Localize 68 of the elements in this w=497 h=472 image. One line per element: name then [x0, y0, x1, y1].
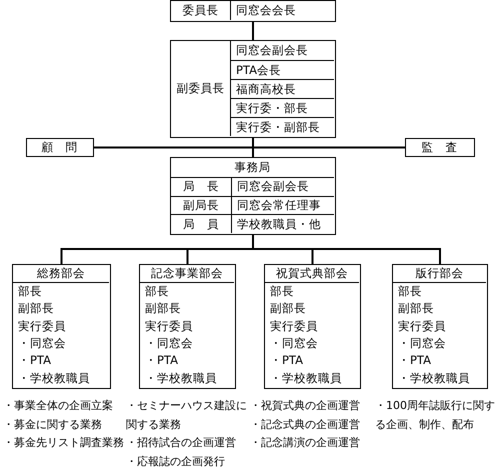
connector-line: [252, 138, 254, 157]
member-label: 部長: [398, 284, 422, 300]
member-cell: PTA会長: [230, 60, 334, 79]
member-label: 実行委員: [18, 318, 66, 334]
member-label: ・学校教職員: [145, 370, 217, 386]
member-label: 部長: [270, 284, 294, 300]
member-label: ・PTA: [398, 353, 431, 368]
member-label: ・PTA: [145, 353, 178, 368]
member-label: ・学校教職員: [398, 370, 470, 386]
member-label: ・PTA: [18, 353, 51, 368]
role-label: 局 長: [171, 176, 231, 196]
org-box: [26, 138, 94, 157]
member-cell: 同窓会会長: [230, 1, 334, 20]
member-label: 部長: [18, 284, 42, 300]
member-label: 実行委員: [270, 318, 318, 334]
member-label: 部長: [145, 284, 169, 300]
section-heading: 総務部会: [13, 265, 109, 283]
role-label: 副局長: [171, 196, 231, 214]
member-label: 副部長: [398, 301, 434, 316]
org-box: [392, 264, 488, 389]
member-label: ・同窓会: [18, 336, 66, 352]
duty-note: ・祝賀式典の企画運営: [250, 398, 361, 414]
member-label: 副部長: [270, 301, 306, 316]
role-label: 委員長: [182, 2, 220, 19]
org-box: [405, 138, 475, 157]
org-box: [170, 0, 336, 22]
member-label: ・同窓会: [145, 336, 193, 352]
connector-line: [252, 22, 254, 40]
member-label: ・PTA: [270, 353, 303, 368]
duty-note: ・募金先リスト調査業務: [3, 435, 125, 451]
org-box: [12, 264, 111, 389]
org-box: [170, 157, 336, 235]
member-label: ・同窓会: [398, 336, 446, 352]
advisor-label: 顧 問: [40, 139, 78, 155]
office-heading: 事務局: [234, 158, 272, 176]
member-cell: 実行委・部長: [230, 98, 334, 117]
org-box: [264, 264, 361, 389]
member-label: 副部長: [145, 301, 181, 316]
member-cell: 実行委・副部長: [230, 117, 334, 136]
member-cell: 学校教職員・他: [231, 214, 334, 233]
connector-line: [94, 146, 405, 148]
section-heading: 版行部会: [393, 265, 486, 283]
connector-line: [252, 235, 441, 264]
duty-note: ・セミナーハウス建設に関する業務: [126, 398, 248, 432]
duty-note: ・100周年誌販行に関する企画、制作、配布: [375, 398, 496, 432]
duty-note: ・募金に関する業務: [3, 416, 103, 432]
duty-note: ・記念式典の企画運営: [250, 416, 361, 432]
section-heading: 記念事業部会: [140, 265, 234, 283]
member-label: ・学校教職員: [270, 370, 342, 386]
member-cell: 同窓会副会長: [230, 41, 334, 60]
org-box: [139, 264, 236, 389]
member-label: 副部長: [18, 301, 54, 316]
org-box: [170, 40, 336, 138]
member-cell: 福商高校長: [230, 79, 334, 98]
member-label: 実行委員: [145, 318, 193, 334]
role-label: 局 員: [171, 214, 231, 233]
member-label: 実行委員: [398, 318, 446, 334]
section-heading: 祝賀式典部会: [265, 265, 359, 283]
member-label: ・同窓会: [270, 336, 318, 352]
duty-note: ・事業全体の企画立案: [3, 398, 114, 414]
duty-note: ・応報誌の企画発行: [126, 454, 226, 470]
advisor-label: 監 査: [420, 139, 458, 155]
member-cell: 同窓会副会長: [231, 176, 334, 196]
member-cell: 同窓会常任理事: [231, 196, 334, 214]
role-label: 副委員長: [176, 80, 226, 97]
duty-note: ・招待試合の企画運営: [126, 435, 237, 451]
member-label: ・学校教職員: [18, 370, 90, 386]
duty-note: ・記念講演の企画運営: [250, 435, 361, 451]
